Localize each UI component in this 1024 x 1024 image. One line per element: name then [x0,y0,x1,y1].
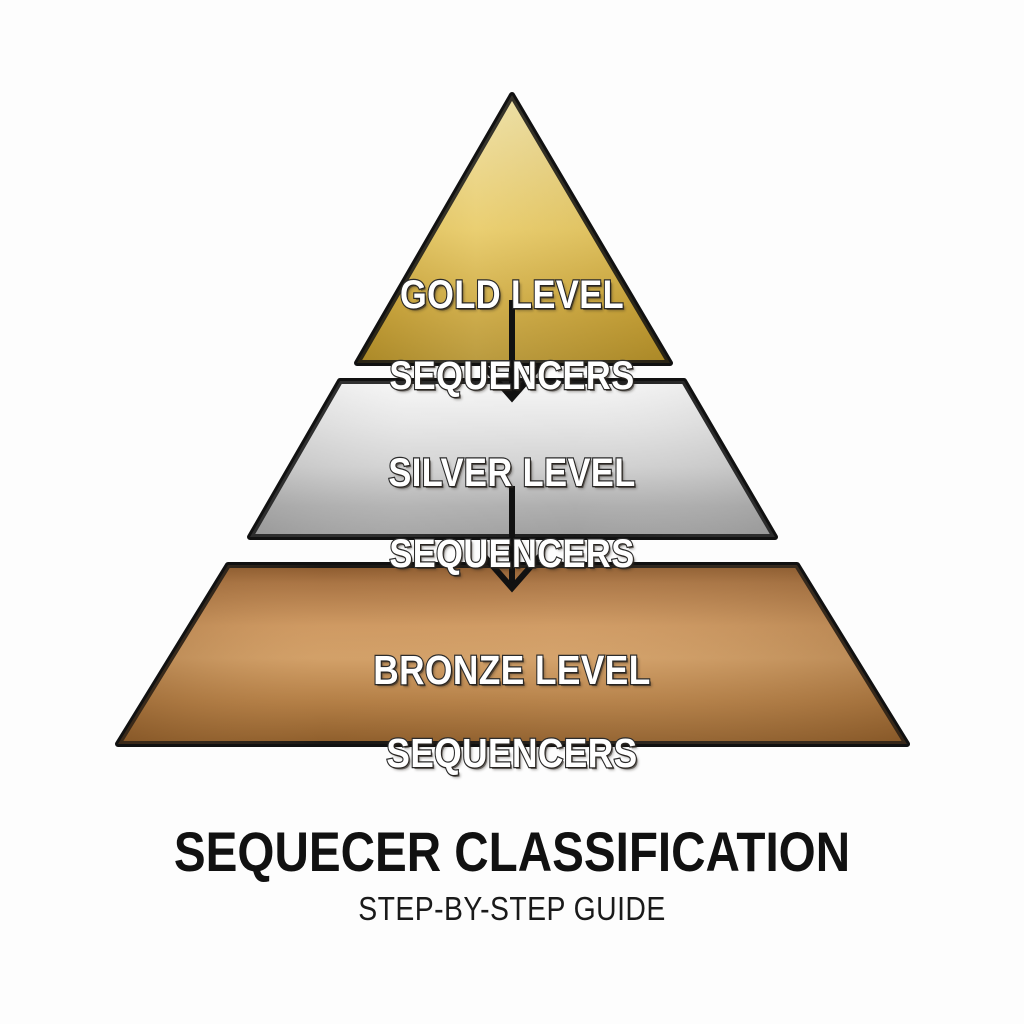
arrow-gold-to-silver [481,300,543,403]
tier-shape-bronze[interactable] [115,562,910,747]
arrow-silver-to-bronze [481,486,543,593]
diagram-title: SEQUECER CLASSIFICATION [173,820,851,883]
caption-block: SEQUECER CLASSIFICATION STEP-BY-STEP GUI… [0,820,1024,927]
diagram-subtitle: STEP-BY-STEP GUIDE [358,890,666,927]
tier-shape-silver[interactable] [247,378,778,540]
